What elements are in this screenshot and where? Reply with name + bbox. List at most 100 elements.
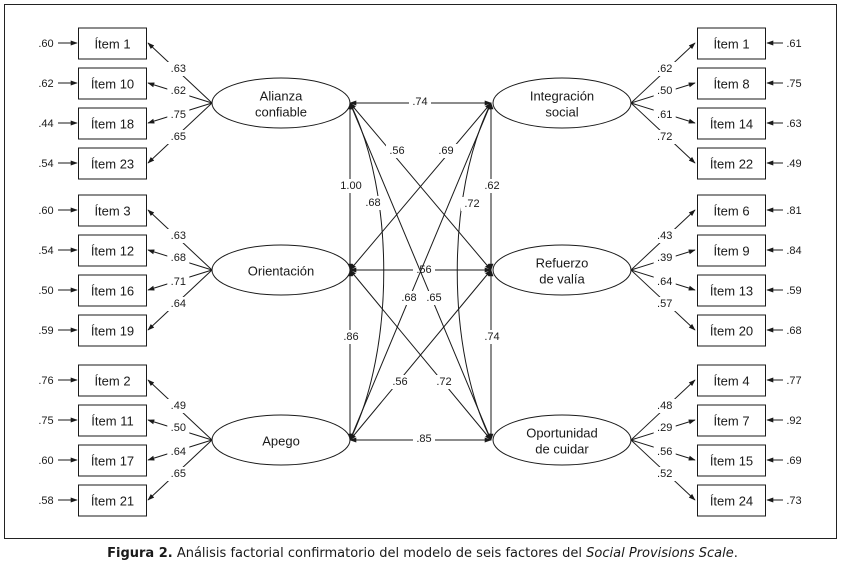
loading-label-bg <box>653 445 676 459</box>
loading-label-bg <box>167 84 190 98</box>
loading-label-bg <box>653 399 676 413</box>
latent-factor-label: social <box>545 105 578 120</box>
loading-value: .65 <box>171 131 186 143</box>
correlation-value: .85 <box>416 433 431 445</box>
indicator-label: Ítem 3 <box>94 204 130 219</box>
loading-value: .39 <box>657 252 672 264</box>
loading-label-bg <box>167 62 190 76</box>
indicator-box <box>78 147 147 180</box>
indicator-label: Ítem 22 <box>710 157 753 172</box>
latent-factor-ellipse <box>492 77 632 129</box>
latent-factor-ellipse <box>211 414 351 466</box>
indicator-label: Ítem 11 <box>91 414 133 429</box>
loading-label-bg <box>653 229 676 243</box>
loading-label-bg <box>653 275 676 289</box>
indicator-label: Ítem 20 <box>710 324 753 339</box>
indicator-box <box>697 107 766 140</box>
correlation-value: .56 <box>392 376 407 388</box>
indicator-label: Ítem 18 <box>91 117 134 132</box>
indicator-box <box>697 444 766 477</box>
correlation-value: .68 <box>401 292 416 304</box>
loading-value: .29 <box>657 422 672 434</box>
error-value: .54 <box>38 245 53 257</box>
indicator-box <box>697 274 766 307</box>
loading-label-bg <box>653 108 676 122</box>
correlation-integracion-social-refuerzo-de-valia: .62 <box>481 102 503 271</box>
error-value: .75 <box>38 415 53 427</box>
latent-factor-ellipse <box>211 77 351 129</box>
latent-factor-ellipse <box>492 244 632 296</box>
error-value: .61 <box>786 38 801 50</box>
indicator-box <box>78 274 147 307</box>
error-value: .63 <box>786 118 801 130</box>
latent-factor-label: Oportunidad <box>526 426 598 441</box>
error-value: .59 <box>38 325 53 337</box>
indicator-box <box>78 194 147 227</box>
error-value: .76 <box>38 375 53 387</box>
loading-value: .48 <box>657 400 672 412</box>
loading-value: .64 <box>171 298 186 310</box>
error-value: .73 <box>786 495 801 507</box>
loading-value: .50 <box>657 85 672 97</box>
correlation-alianza-confiable-integracion-social: .74 <box>349 95 492 109</box>
loading-value: .75 <box>171 109 186 121</box>
loading-value: .65 <box>171 468 186 480</box>
indicator-label: Ítem 10 <box>91 77 134 92</box>
indicator-box <box>78 364 147 397</box>
correlation-value: .72 <box>436 376 451 388</box>
indicator-label: Ítem 14 <box>710 117 753 132</box>
loading-value: .50 <box>171 422 186 434</box>
correlation-layer: .74.56.851.00.86.62.74.56.69.68.72.68.65… <box>338 95 503 446</box>
error-value: .77 <box>786 375 801 387</box>
correlation-label-bg <box>433 375 455 389</box>
latent-factor-ellipse <box>492 414 632 466</box>
indicator-box <box>78 484 147 517</box>
loading-value: .56 <box>657 446 672 458</box>
indicator-label: Ítem 9 <box>713 244 749 259</box>
correlation-value: .69 <box>438 145 453 157</box>
indicator-box <box>697 194 766 227</box>
indicator-label: Ítem 8 <box>713 77 749 92</box>
indicator-box <box>697 364 766 397</box>
error-value: .60 <box>38 455 53 467</box>
correlation-value: .56 <box>389 145 404 157</box>
loading-label-bg <box>653 467 676 481</box>
latent-factor-label: Alianza <box>260 89 303 104</box>
correlation-arrow <box>349 102 385 441</box>
indicator-label: Ítem 23 <box>91 157 134 172</box>
error-value: .44 <box>38 118 53 130</box>
loading-label-bg <box>167 421 190 435</box>
indicator-box <box>78 444 147 477</box>
loading-label-bg <box>167 251 190 265</box>
error-value: .62 <box>38 78 53 90</box>
correlation-value: .86 <box>343 331 358 343</box>
error-value: .50 <box>38 285 53 297</box>
loading-value: .57 <box>657 298 672 310</box>
indicator-box <box>697 67 766 100</box>
loading-label-bg <box>167 399 190 413</box>
loading-value: .49 <box>171 400 186 412</box>
indicator-label: Ítem 21 <box>91 494 134 509</box>
loading-value: .63 <box>171 63 186 75</box>
loading-value: .72 <box>657 131 672 143</box>
indicator-label: Ítem 15 <box>710 454 753 469</box>
correlation-orientacion-oportunidad-de-cuidar: .72 <box>349 269 492 441</box>
loading-label-bg <box>653 84 676 98</box>
indicator-label: Ítem 12 <box>91 244 134 259</box>
error-value: .54 <box>38 158 53 170</box>
indicator-box <box>697 147 766 180</box>
error-value: .75 <box>786 78 801 90</box>
loading-label-bg <box>167 229 190 243</box>
indicator-box <box>697 27 766 60</box>
loading-label-bg <box>167 445 190 459</box>
correlation-orientacion-refuerzo-de-valia: .56 <box>349 263 492 277</box>
correlation-alianza-confiable-apego: .68 <box>349 102 385 441</box>
loading-label-bg <box>653 130 676 144</box>
error-value: .58 <box>38 495 53 507</box>
indicator-label: Ítem 19 <box>91 324 134 339</box>
error-value: .49 <box>786 158 801 170</box>
